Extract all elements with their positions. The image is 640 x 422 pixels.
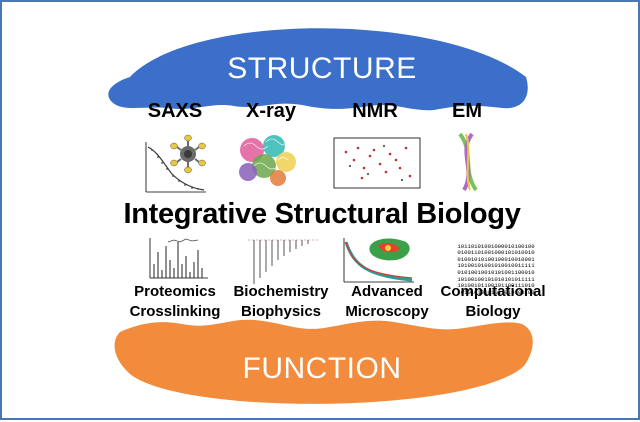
xray-structure: [239, 135, 296, 186]
diagram-title: Integrative Structural Biology: [123, 198, 521, 230]
method-microscopy: Advanced Microscopy: [322, 282, 452, 322]
biochemistry-peaks: [248, 239, 318, 284]
method-proteomics: Proteomics Crosslinking: [110, 282, 240, 322]
method-line: Microscopy: [345, 303, 429, 320]
method-line: Computational: [440, 283, 546, 300]
method-line: Crosslinking: [129, 303, 221, 320]
method-line: Biology: [465, 303, 521, 320]
method-line: Biochemistry: [233, 283, 329, 300]
structure-banner-shape: [108, 28, 528, 111]
method-biochemistry: Biochemistry Biophysics: [216, 282, 346, 322]
nmr-spectrum: [333, 137, 421, 189]
binary-line: 10100101100101100111010: [457, 282, 535, 290]
method-line: Advanced: [351, 283, 423, 300]
technique-nmr: NMR: [352, 100, 398, 122]
binary-line: 10100100101010101011111: [457, 275, 535, 283]
em-filament: [458, 132, 478, 192]
cell-image: [369, 238, 410, 261]
technique-saxs: SAXS: [147, 100, 203, 122]
technique-em: EM: [452, 100, 482, 122]
saxs-envelope: [170, 134, 206, 174]
binary-line: 01010010010101001100010: [457, 268, 535, 276]
binary-line: 01001010100100010010001: [457, 255, 535, 263]
saxs-plot: [145, 142, 206, 193]
structure-label: STRUCTURE: [227, 52, 417, 85]
microscopy-plot: [343, 238, 414, 283]
function-banner-shape: [114, 319, 533, 404]
technique-xray: X-ray: [245, 100, 297, 122]
binary-line: 10110101001000010100100: [457, 242, 535, 250]
function-label: FUNCTION: [242, 352, 402, 385]
method-computational: Computational Biology: [428, 282, 558, 322]
mass-spectrum: [149, 238, 208, 279]
binary-line: 10101010001011010100100: [457, 288, 535, 296]
method-line: Biophysics: [240, 303, 322, 320]
binary-line: 10100101001010010011111: [457, 262, 535, 270]
binary-line: 01001101001000101010010: [457, 249, 535, 257]
method-line: Proteomics: [134, 283, 216, 300]
binary-code-block: 10110101001000010100100 0100110100100010…: [446, 242, 546, 297]
